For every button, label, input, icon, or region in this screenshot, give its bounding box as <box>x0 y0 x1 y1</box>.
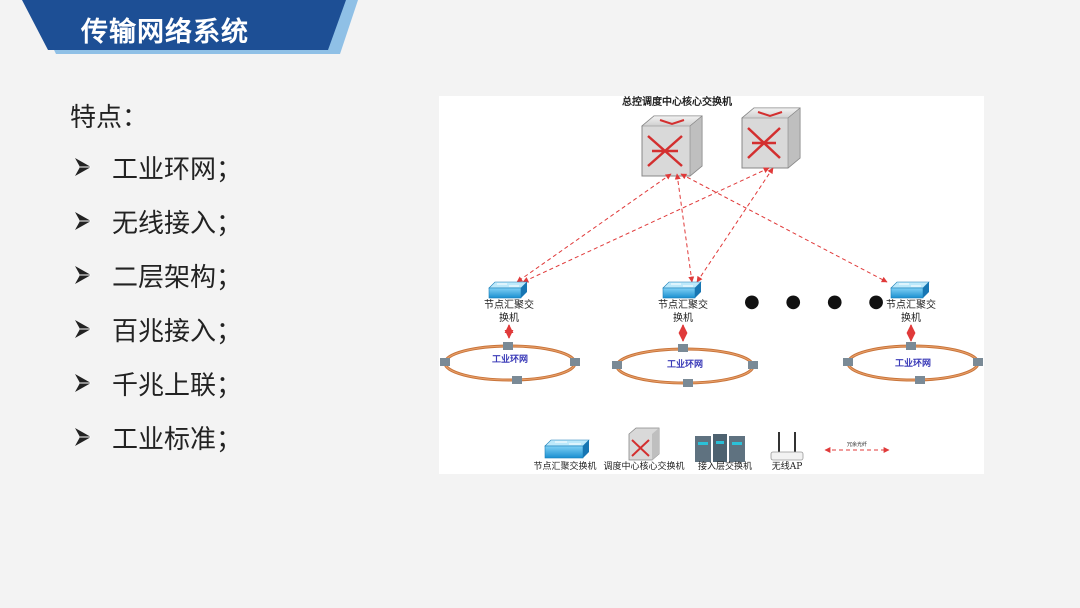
feature-text: 千兆上联； <box>112 370 243 401</box>
ring-label: 工业环网 <box>667 358 703 370</box>
feature-item: 百兆接入； <box>70 302 242 356</box>
legend-label: 接入层交换机 <box>698 460 752 472</box>
node-label: 换机 <box>673 311 693 324</box>
arrow-bullet-icon <box>75 212 91 230</box>
industrial-ring <box>440 342 580 384</box>
node-label: 换机 <box>901 311 921 324</box>
feature-item: 无线接入； <box>70 194 242 248</box>
ring-label: 工业环网 <box>492 353 528 365</box>
arrow-bullet-icon <box>75 374 91 392</box>
feature-item: 千兆上联； <box>70 356 242 410</box>
feature-text: 无线接入； <box>112 208 243 239</box>
core-switch-icon <box>641 115 703 177</box>
legend-label: 调度中心核心交换机 <box>603 460 684 472</box>
industrial-ring <box>843 342 983 384</box>
ring-uplinks <box>504 324 916 342</box>
aggregation-switch-icon <box>890 281 930 299</box>
feature-text: 工业标准； <box>112 424 243 455</box>
slide-header-banner <box>22 0 358 54</box>
node-label: 节点汇聚交 <box>484 298 534 311</box>
arrow-bullet-icon <box>75 266 91 284</box>
aggregation-switch-icon <box>488 281 528 299</box>
core-title: 总控调度中心核心交换机 <box>622 96 732 108</box>
legend-aggregation-switch-icon <box>544 439 590 459</box>
node-label: 换机 <box>499 311 519 324</box>
ellipsis-dots: ● ● ● ● <box>744 291 894 312</box>
node-label: 节点汇聚交 <box>886 298 936 311</box>
feature-item: 二层架构； <box>70 248 242 302</box>
redundant-links <box>516 167 888 283</box>
feature-item: 工业环网； <box>70 140 242 194</box>
feature-text: 二层架构； <box>112 262 243 293</box>
network-diagram: 总控调度中心核心交换机 <box>439 96 984 474</box>
legend-label: 冗余光纤 <box>847 441 867 448</box>
arrow-bullet-icon <box>75 320 91 338</box>
aggregation-switch-icon <box>662 281 702 299</box>
node-label: 节点汇聚交 <box>658 298 708 311</box>
legend-label: 节点汇聚交换机 <box>533 460 596 472</box>
legend-label: 无线AP <box>772 460 803 472</box>
industrial-ring <box>612 344 758 387</box>
arrow-bullet-icon <box>75 158 91 176</box>
feature-text: 工业环网； <box>112 154 243 185</box>
legend-wireless-ap-icon <box>770 432 804 461</box>
feature-text: 百兆接入； <box>112 316 243 347</box>
network-diagram-canvas: 总控调度中心核心交换机 <box>440 96 983 472</box>
features-heading: 特点： <box>70 103 149 133</box>
core-switch-icon <box>741 107 801 169</box>
arrow-bullet-icon <box>75 428 91 446</box>
feature-item: 工业标准； <box>70 410 242 464</box>
feature-list: 特点： 工业环网； 无线接入； 二层架构； 百兆接入； 千兆上联； 工业标准； <box>70 96 242 464</box>
legend-access-switch-icon <box>695 434 745 462</box>
legend: 节点汇聚交换机 调度中心核心交换机 接入层交换机 无线AP 冗余光纤 <box>533 427 890 472</box>
legend-core-switch-icon <box>628 427 660 461</box>
ring-label: 工业环网 <box>895 357 931 369</box>
page-title: 传输网络系统 <box>81 17 249 48</box>
